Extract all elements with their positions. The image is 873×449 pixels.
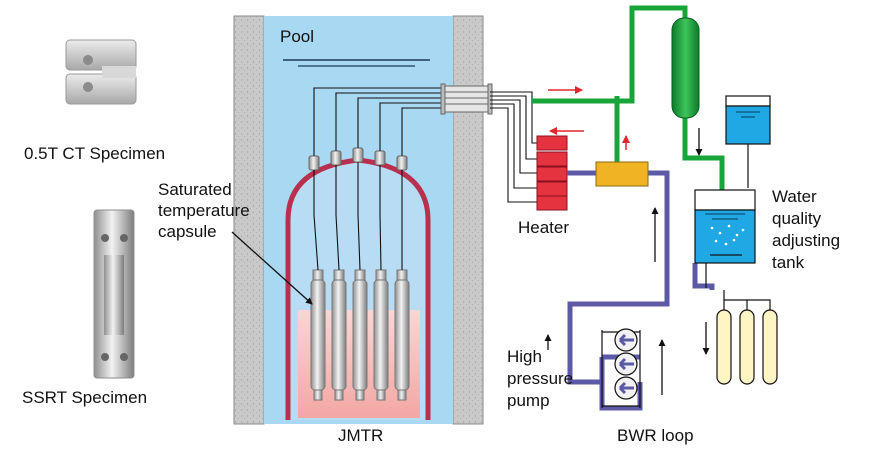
supply-tank — [725, 95, 771, 188]
heater-leads — [490, 91, 537, 203]
capsule-label-line1: Saturated — [158, 180, 232, 199]
pump-icon — [601, 328, 641, 408]
capsule-label-line2: temperature — [158, 201, 250, 220]
ct-specimen-icon — [65, 39, 137, 105]
column-icon — [671, 17, 700, 119]
ssrt-specimen-icon — [93, 209, 135, 379]
bwr-loop-label: BWR loop — [617, 426, 694, 445]
pump-label-line2: pressure — [507, 369, 573, 388]
tank-label-line1: Water — [772, 187, 817, 206]
gas-cylinders — [716, 290, 778, 385]
capsule-label-line3: capsule — [158, 222, 217, 241]
jmtr-label: JMTR — [338, 426, 383, 445]
heat-exchanger — [595, 161, 649, 187]
ct-specimen-label: 0.5T CT Specimen — [24, 144, 165, 163]
heater-icon — [536, 135, 568, 211]
heater-label: Heater — [518, 218, 569, 237]
pool-wall-right — [452, 15, 484, 425]
tank-label-line2: quality — [772, 209, 822, 228]
adjusting-tank — [694, 189, 756, 288]
instrument-lines — [313, 87, 448, 271]
pool-label: Pool — [280, 27, 314, 46]
wall-penetration — [440, 83, 493, 115]
capsule-pointer — [231, 231, 313, 305]
ssrt-specimen-label: SSRT Specimen — [22, 388, 147, 407]
tank-label-line3: adjusting — [772, 231, 840, 250]
tank-label-line4: tank — [772, 253, 805, 272]
pump-label-line3: pump — [507, 391, 550, 410]
green-pipeline — [532, 5, 725, 190]
pool-wall-left — [233, 15, 265, 425]
pump-label-line1: High — [507, 347, 542, 366]
black-flow-arrows — [544, 128, 710, 395]
capsule-group — [310, 269, 410, 401]
